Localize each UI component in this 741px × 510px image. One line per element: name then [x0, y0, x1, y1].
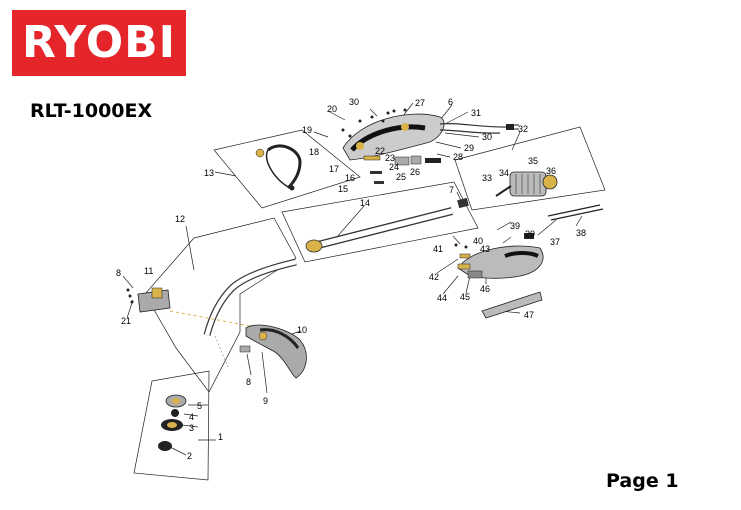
- part-label: 8: [116, 268, 121, 278]
- part-label: 5: [197, 401, 202, 411]
- part-label: 1: [218, 432, 223, 442]
- part-labels: 1 2 3 4 5 6 7 8 8 9 10 11 12 13 14 15 16…: [116, 97, 586, 461]
- panel-14: [281, 181, 479, 263]
- part-label: 32: [518, 124, 528, 134]
- part-label: 39: [510, 221, 520, 231]
- panel-13: [213, 129, 361, 209]
- part-label: 42: [429, 272, 439, 282]
- part-label: 13: [204, 168, 214, 178]
- part-label: 16: [345, 173, 355, 183]
- part-label: 30: [349, 97, 359, 107]
- part-label: 29: [464, 143, 474, 153]
- part-label: 17: [329, 164, 339, 174]
- part-label: 3: [189, 423, 194, 433]
- part-label: 9: [263, 396, 268, 406]
- part-label: 12: [175, 214, 185, 224]
- panel-1: [133, 370, 210, 481]
- part-label: 33: [482, 173, 492, 183]
- part-label: 6: [448, 97, 453, 107]
- part-label: 24: [389, 162, 399, 172]
- part-label: 26: [410, 167, 420, 177]
- part-label: 20: [327, 104, 337, 114]
- part-label: 31: [471, 108, 481, 118]
- part-label: 43: [480, 244, 490, 254]
- part-label: 45: [460, 292, 470, 302]
- part-label: 25: [396, 172, 406, 182]
- part-label: 19: [302, 125, 312, 135]
- part-label: 30: [482, 132, 492, 142]
- part-label: 27: [415, 98, 425, 108]
- page-number: Page 1: [606, 470, 679, 492]
- logo-text: RYOBI: [21, 17, 177, 68]
- part-label: 47: [524, 310, 534, 320]
- part-label: 40: [473, 236, 483, 246]
- part-label: 41: [433, 244, 443, 254]
- part-label: 36: [546, 166, 556, 176]
- panel-32: [454, 126, 606, 211]
- part-label: 2: [187, 451, 192, 461]
- part-label: 38: [576, 228, 586, 238]
- ryobi-logo: RYOBI: [12, 10, 186, 76]
- part-label: 28: [453, 152, 463, 162]
- part-label: 21: [121, 316, 131, 326]
- part-label: 14: [360, 198, 370, 208]
- part-label: 15: [338, 184, 348, 194]
- part-label: 22: [375, 146, 385, 156]
- part-label: 8: [246, 377, 251, 387]
- part-label: 37: [550, 237, 560, 247]
- part-label: 34: [499, 168, 509, 178]
- part-label: 46: [480, 284, 490, 294]
- part-label: 4: [189, 412, 194, 422]
- panel-12: [144, 217, 297, 393]
- part-label: 10: [297, 325, 307, 335]
- part-label: 7: [449, 185, 454, 195]
- part-label: 11: [144, 266, 153, 276]
- part-label: 29: [525, 229, 535, 239]
- model-number: RLT-1000EX: [30, 100, 153, 122]
- part-label: 35: [528, 156, 538, 166]
- part-label: 18: [309, 147, 319, 157]
- part-label: 44: [437, 293, 447, 303]
- part-label: 23: [385, 153, 395, 163]
